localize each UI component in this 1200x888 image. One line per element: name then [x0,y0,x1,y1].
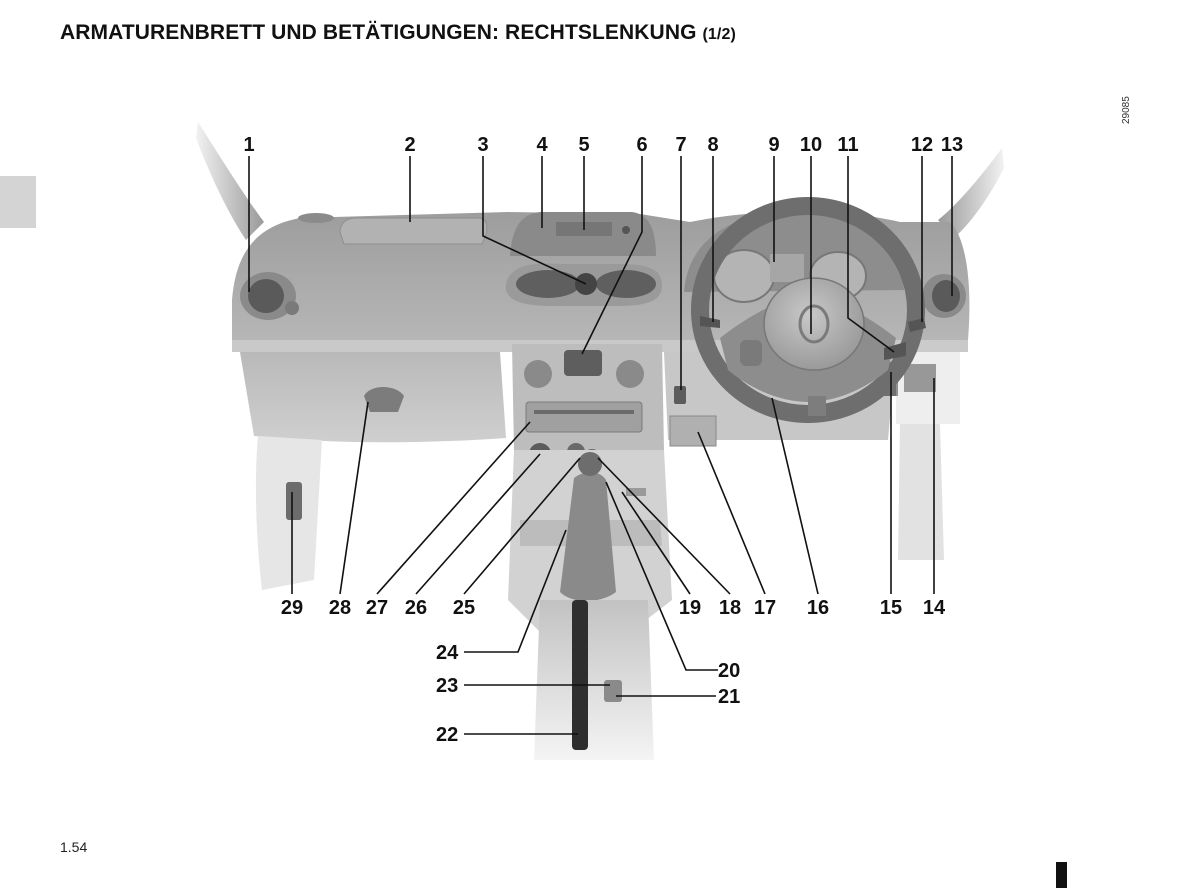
leader-lines [248,156,953,735]
callout-28: 28 [329,597,351,619]
callout-5: 5 [578,134,589,156]
callout-16: 16 [807,597,829,619]
brand-logo [798,304,830,344]
callout-22: 22 [436,724,458,746]
callout-18: 18 [719,597,741,619]
heater-control-right [616,360,644,388]
leader-3 [482,156,587,285]
passenger-airbag-cover [339,217,488,245]
console-display [564,350,602,376]
gear-lever-knob [578,452,602,476]
centre-vent-left [516,270,580,298]
steering-column [808,396,826,416]
dash-speaker-grille [298,213,334,223]
callout-7: 7 [675,134,686,156]
wiper-stalk [884,342,906,360]
glovebox-handle [364,387,404,412]
callout-4: 4 [536,134,548,156]
callout-9: 9 [768,134,779,156]
indicator-stalk [700,316,720,328]
callout-10: 10 [800,134,822,156]
callout-numbers: 1 2 3 4 5 6 7 8 9 10 11 12 13 29 28 27 2… [243,134,963,746]
gear-lever-gaiter [560,472,616,601]
page-title: ARMATURENBRETT UND BETÄTIGUNGEN: RECHTSL… [60,21,736,45]
callout-11: 11 [837,134,858,156]
bonnet-release-lever [286,482,302,520]
heater-control-left [524,360,552,388]
callout-8: 8 [707,134,718,156]
callout-17: 17 [754,597,776,619]
seat-heating-switch [604,680,622,702]
leader-20 [605,481,718,671]
switch-panel [904,364,936,392]
leader-11 [847,156,895,353]
cruise-control-buttons [740,340,762,366]
leader-18 [597,457,731,595]
callout-19: 19 [679,597,701,619]
display-button [622,226,630,234]
callout-3: 3 [477,134,488,156]
leader-24 [464,529,567,653]
section-tab-marker [0,176,36,228]
callout-20: 20 [718,660,740,682]
callout-25: 25 [453,597,475,619]
title-text: ARMATURENBRETT UND BETÄTIGUNGEN: RECHTSL… [60,21,697,44]
page-number: 1.54 [60,839,88,855]
right-vent-grille [932,280,960,312]
callout-2: 2 [404,134,415,156]
leader-16 [771,397,819,595]
callout-23: 23 [436,675,458,697]
handbrake-tunnel [534,600,654,760]
left-vent-grille [248,279,284,313]
callout-24: 24 [436,642,459,664]
leader-28 [339,401,369,595]
callout-6: 6 [636,134,647,156]
left-vent-knob [285,301,299,315]
title-page-indicator: (1/2) [702,26,736,43]
callout-29: 29 [281,597,303,619]
centre-vent-right [596,270,656,298]
fuse-box-cover [669,415,717,447]
left-a-pillar [196,122,264,240]
leader-6 [581,156,643,355]
leader-19 [621,491,691,595]
callout-1: 1 [243,134,254,156]
right-a-pillar [938,148,1004,238]
instrument-display [770,254,804,282]
callout-21: 21 [718,686,740,708]
steering-wheel-airbag [763,277,865,371]
callout-15: 15 [880,597,902,619]
leader-25 [463,457,581,595]
radio-cd-slot [534,410,634,414]
radio-unit [525,401,643,433]
leader-17 [697,431,766,595]
callout-13: 13 [941,134,963,156]
dashboard-drawing [196,122,1004,760]
right-lower-pillar [898,424,944,560]
socket-cover [626,488,646,496]
leader-27 [376,421,531,595]
page-edge-marker [1056,862,1067,888]
mirror-adjust-switch [674,386,686,404]
callout-12: 12 [911,134,933,156]
handbrake-lever [572,600,588,750]
callout-27: 27 [366,597,388,619]
callout-14: 14 [923,597,946,619]
leader-26 [415,453,541,595]
callout-26: 26 [405,597,427,619]
